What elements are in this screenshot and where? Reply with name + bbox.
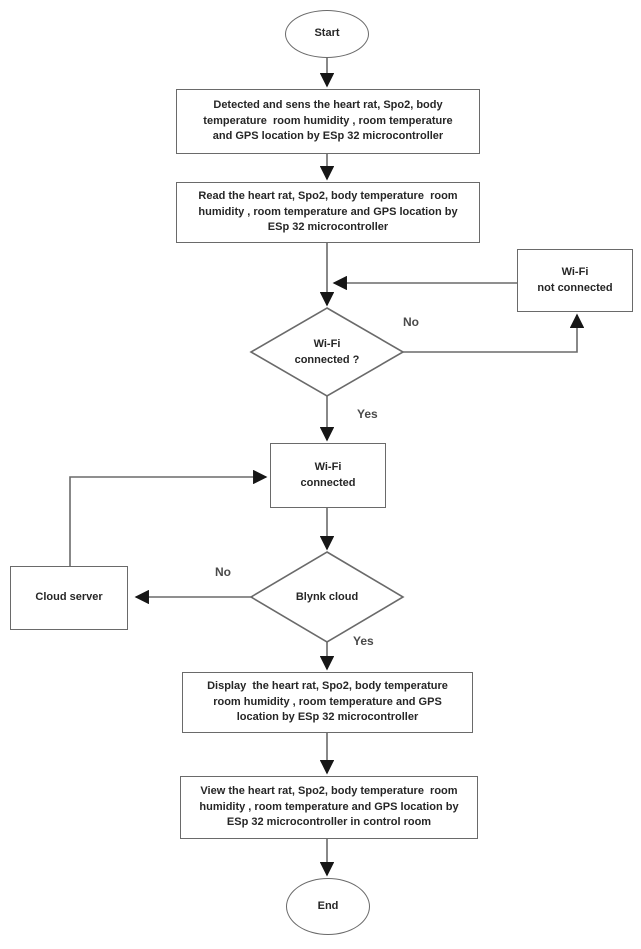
- edge-label-wifi-yes: Yes: [357, 407, 378, 421]
- process-wifi-connected: Wi-Fi connected: [270, 443, 386, 508]
- process-wifi-not-connected: Wi-Fi not connected: [517, 249, 633, 312]
- decision-blynk-cloud-label: Blynk cloud: [295, 590, 359, 603]
- edge-label-blynk-yes: Yes: [353, 634, 374, 648]
- process-cloud-server: Cloud server: [10, 566, 128, 630]
- edge-cloud-server-return: [69, 469, 268, 566]
- start-terminator: Start: [285, 10, 369, 58]
- edge-label-wifi-no: No: [403, 315, 419, 329]
- process-display-data: Display the heart rat, Spo2, body temper…: [182, 672, 473, 733]
- process-read-sensors: Read the heart rat, Spo2, body temperatu…: [176, 182, 480, 243]
- end-terminator: End: [286, 878, 370, 935]
- edge-wifi-decision-no: [403, 313, 585, 353]
- edge-label-blynk-no: No: [215, 565, 231, 579]
- decision-wifi-connected-label: Wi-Fi connected ?: [294, 337, 360, 367]
- process-view-data: View the heart rat, Spo2, body temperatu…: [180, 776, 478, 839]
- process-detect-sensors: Detected and sens the heart rat, Spo2, b…: [176, 89, 480, 154]
